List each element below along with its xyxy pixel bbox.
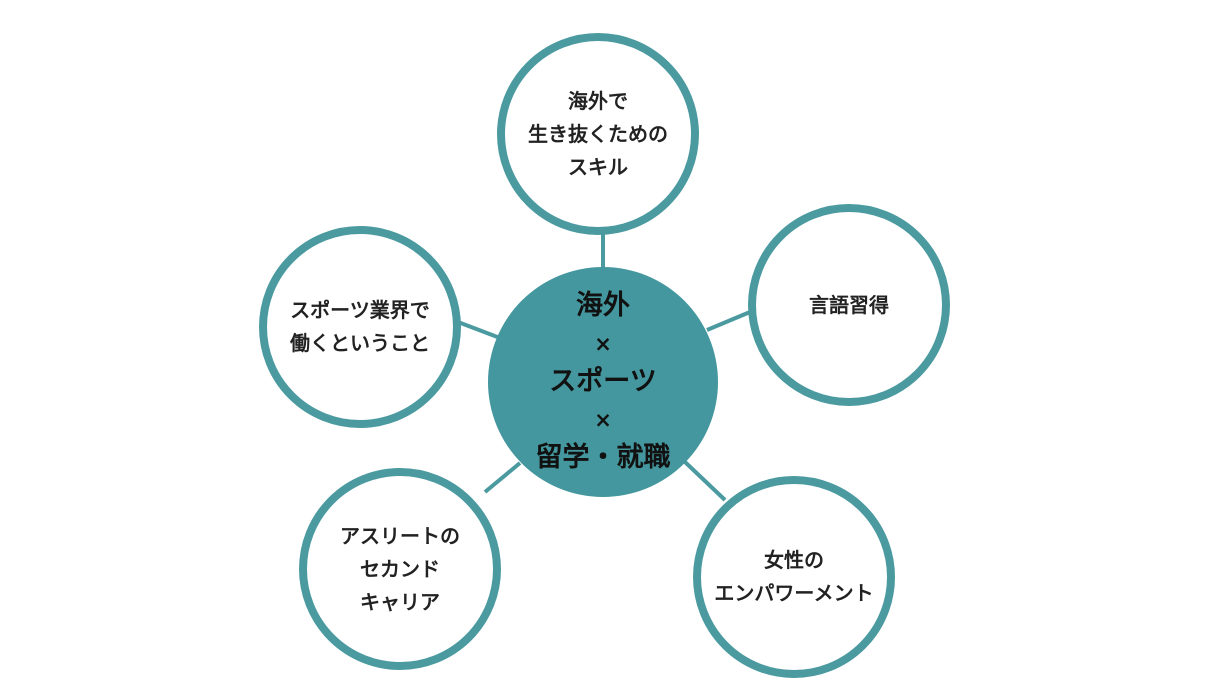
node-label-line: エンパワーメント <box>714 581 874 605</box>
center-label-line: × <box>594 408 612 432</box>
topic-node-athlete-career: アスリートの セカンド キャリア <box>299 468 501 670</box>
node-label-line: アスリートの <box>340 523 460 548</box>
node-label-line: 海外で <box>568 88 628 113</box>
center-label-line: 留学・就職 <box>535 442 671 473</box>
connector-left <box>457 320 501 340</box>
topic-node-overseas-skills: 海外で 生き抜くための スキル <box>497 33 699 235</box>
center-node: 海外 × スポーツ × 留学・就職 <box>488 267 718 497</box>
node-label-line: 女性の <box>764 548 824 572</box>
center-label-line: スポーツ <box>549 366 657 397</box>
node-label-line: キャリア <box>360 589 440 614</box>
center-label-line: × <box>594 332 612 356</box>
connector-bottom-right <box>683 460 727 502</box>
node-label-line: スポーツ業界で <box>290 298 430 322</box>
node-label-line: 働くということ <box>290 331 430 355</box>
topic-node-sports-industry: スポーツ業界で 働くということ <box>259 226 461 428</box>
node-label-line: 言語習得 <box>809 292 889 317</box>
connector-bottom-left <box>483 461 522 494</box>
topic-node-language: 言語習得 <box>748 204 950 406</box>
node-label-line: スキル <box>568 154 628 179</box>
node-label-line: セカンド <box>360 556 440 581</box>
topic-node-women-empowerment: 女性の エンパワーメント <box>693 476 895 678</box>
center-label-line: 海外 <box>576 290 630 321</box>
node-label-line: 生き抜くための <box>528 121 668 146</box>
connector-right <box>706 310 751 332</box>
